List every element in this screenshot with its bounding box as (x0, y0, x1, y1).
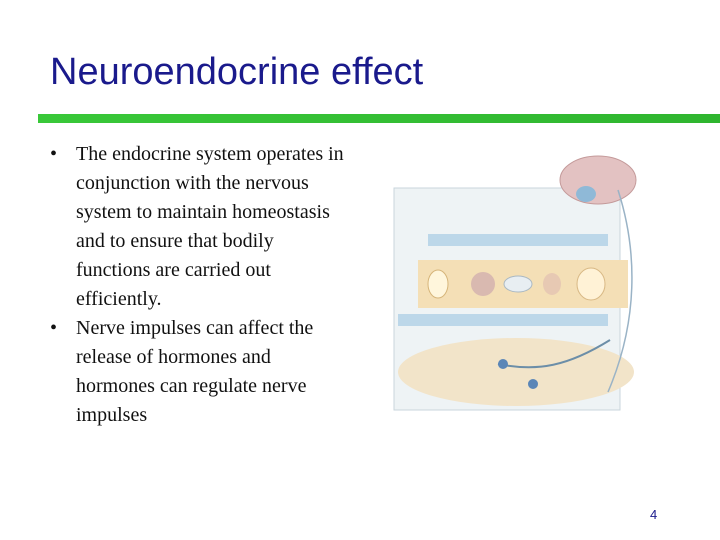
diagram-row-blue (428, 234, 608, 246)
gland-gonad (576, 267, 606, 301)
gland-adrenal (543, 273, 561, 295)
slide-title: Neuroendocrine effect (50, 51, 424, 93)
pituitary-shape (576, 186, 596, 202)
neuron-node (528, 379, 538, 389)
title-divider (38, 114, 720, 123)
neuroendocrine-diagram-icon (393, 155, 637, 411)
gland-liver (471, 272, 495, 296)
diagram-region-lower (398, 338, 634, 406)
bullet-text: Nerve impulses can affect the release of… (76, 317, 314, 426)
bullet-item: • The endocrine system operates in conju… (48, 140, 348, 314)
page-number: 4 (650, 507, 658, 522)
hormone-path (607, 189, 633, 393)
bullet-list: • The endocrine system operates in conju… (48, 140, 348, 430)
gland-thyroid (427, 269, 449, 299)
brain-shape (559, 155, 637, 205)
nerve-path (497, 339, 611, 369)
bullet-marker: • (50, 317, 58, 339)
diagram-row-blue-lower (398, 314, 608, 326)
gland-pancreas (503, 275, 533, 293)
neuron-node (498, 359, 508, 369)
bullet-item: • Nerve impulses can affect the release … (48, 314, 348, 430)
bullet-text: The endocrine system operates in conjunc… (76, 143, 344, 310)
bullet-marker: • (50, 143, 58, 165)
